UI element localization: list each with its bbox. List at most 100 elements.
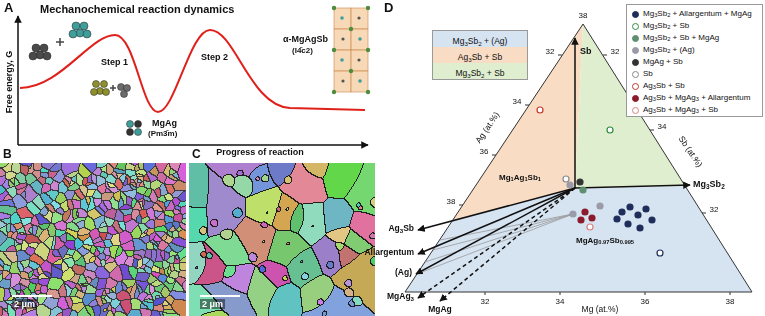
illustration-part bbox=[121, 91, 128, 98]
crystal-structure bbox=[332, 6, 370, 94]
subscript: 3 bbox=[654, 48, 657, 54]
illustration-part bbox=[575, 185, 690, 188]
illustration-part bbox=[625, 221, 631, 227]
illustration-part bbox=[366, 48, 370, 52]
illustration-part bbox=[334, 71, 351, 92]
legend-swatch: Mg3Sb2 + Sb bbox=[433, 63, 527, 79]
phase-name: MgAg bbox=[152, 118, 177, 128]
legend-marker bbox=[632, 11, 639, 18]
subscript: 3 bbox=[696, 96, 699, 102]
tick-label: 32 bbox=[546, 47, 555, 56]
legend-text: Mg3Sb2 + Sb bbox=[643, 20, 689, 32]
axis-title: Mg (at.%) bbox=[582, 305, 619, 315]
phase-name: Sb bbox=[580, 46, 592, 56]
illustration-part bbox=[80, 22, 88, 30]
legend-marker bbox=[632, 95, 639, 102]
illustration-part bbox=[366, 90, 370, 94]
legend-text: Mg3Sb2 + (Ag) bbox=[453, 36, 508, 46]
legend-text: Mg3Sb2 + Allargentum + MgAg bbox=[643, 8, 752, 20]
subscript: 2 bbox=[667, 48, 670, 54]
legend-marker bbox=[632, 23, 639, 30]
subscript: 3 bbox=[653, 108, 656, 114]
illustration-part bbox=[607, 127, 613, 133]
illustration-part bbox=[440, 188, 575, 301]
illustration-part bbox=[349, 69, 353, 73]
illustration-part bbox=[563, 176, 569, 182]
subscript: 3 bbox=[654, 24, 657, 30]
illustration-part bbox=[603, 55, 607, 56]
tick-label: 32 bbox=[611, 47, 620, 56]
panel-letter: B bbox=[3, 148, 12, 162]
illustration-part bbox=[578, 217, 584, 223]
subscript: 2 bbox=[721, 183, 725, 190]
axis-title: Progress of reaction bbox=[216, 147, 304, 157]
legend-text: Ag3Sb + Sb bbox=[643, 80, 685, 92]
illustration-part bbox=[332, 6, 370, 94]
subscript: 2 bbox=[667, 24, 670, 30]
illustration-part bbox=[332, 90, 336, 94]
subscript: 3 bbox=[653, 96, 656, 102]
tick-label: 38 bbox=[447, 197, 456, 206]
legend-marker bbox=[632, 71, 639, 78]
phase-name: (Ag) bbox=[395, 268, 412, 278]
illustration-part bbox=[645, 292, 646, 295]
subscript: 0.97 bbox=[598, 239, 609, 245]
illustration-part bbox=[334, 8, 368, 92]
phase-name: MgAg0.97Sb0.995 bbox=[576, 236, 634, 245]
illustration-part bbox=[93, 81, 100, 88]
illustration-part bbox=[341, 37, 344, 40]
subscript: 3 bbox=[696, 108, 699, 114]
illustration-part bbox=[537, 107, 543, 113]
illustration-part bbox=[416, 188, 575, 274]
illustration-part bbox=[340, 16, 344, 20]
illustration-part bbox=[649, 217, 655, 223]
scale-bar bbox=[200, 295, 240, 297]
illustration-part bbox=[135, 121, 142, 128]
illustration-part bbox=[525, 105, 529, 106]
illustration-part bbox=[334, 8, 351, 29]
illustration-part bbox=[730, 292, 731, 295]
legend-text: Mg3Sb2 + (Ag) bbox=[643, 44, 695, 56]
subscript: 3 bbox=[654, 36, 657, 42]
subscript: 1 bbox=[511, 176, 514, 182]
phase-name: Mg1Ag1Sb1 bbox=[499, 173, 541, 182]
subscript: 3 bbox=[706, 183, 710, 190]
subscript: 3 bbox=[464, 40, 467, 47]
panel-letter: C bbox=[192, 148, 201, 162]
illustration-part bbox=[570, 211, 576, 217]
step-label: Step 2 bbox=[201, 52, 228, 62]
legend-text: Sb bbox=[643, 68, 653, 80]
phase-name: MgAg bbox=[428, 305, 452, 315]
subscript: 2 bbox=[481, 72, 484, 79]
space-group: (I4̄c2) bbox=[292, 46, 313, 55]
panel-letter: A bbox=[4, 1, 13, 16]
illustration-part bbox=[351, 29, 368, 50]
phase-arrows bbox=[416, 38, 690, 301]
subscript: 3 bbox=[467, 72, 470, 79]
axis-title: Sb (at.%) bbox=[676, 135, 704, 170]
tick-label: 38 bbox=[726, 297, 735, 306]
illustration-part bbox=[358, 79, 362, 83]
illustration-part bbox=[332, 48, 336, 52]
tick-label: 36 bbox=[641, 297, 650, 306]
illustration-part bbox=[567, 182, 573, 188]
legend-text: Mg3Sb2 + Sb + MgAg bbox=[643, 32, 719, 44]
illustration-part bbox=[418, 188, 575, 254]
tick-label: 34 bbox=[658, 122, 667, 131]
illustration-part bbox=[127, 129, 134, 136]
illustration-part bbox=[580, 187, 586, 193]
tick-label: 36 bbox=[480, 147, 489, 156]
illustration-part bbox=[357, 58, 360, 61]
region-legend: Mg3Sb2 + (Ag)Ag3Sb + SbMg3Sb2 + Sb bbox=[432, 30, 528, 80]
illustration-part bbox=[341, 79, 344, 82]
scale-label: 2 μm bbox=[12, 299, 37, 309]
panel-letter: D bbox=[384, 1, 393, 16]
illustration-part bbox=[112, 85, 114, 91]
phase-name: Allargentum bbox=[364, 248, 414, 258]
illustration-part bbox=[657, 250, 663, 256]
phase-name: Mg3Sb2 bbox=[693, 179, 725, 189]
illustration-part bbox=[577, 179, 583, 185]
illustration-part bbox=[485, 292, 486, 295]
